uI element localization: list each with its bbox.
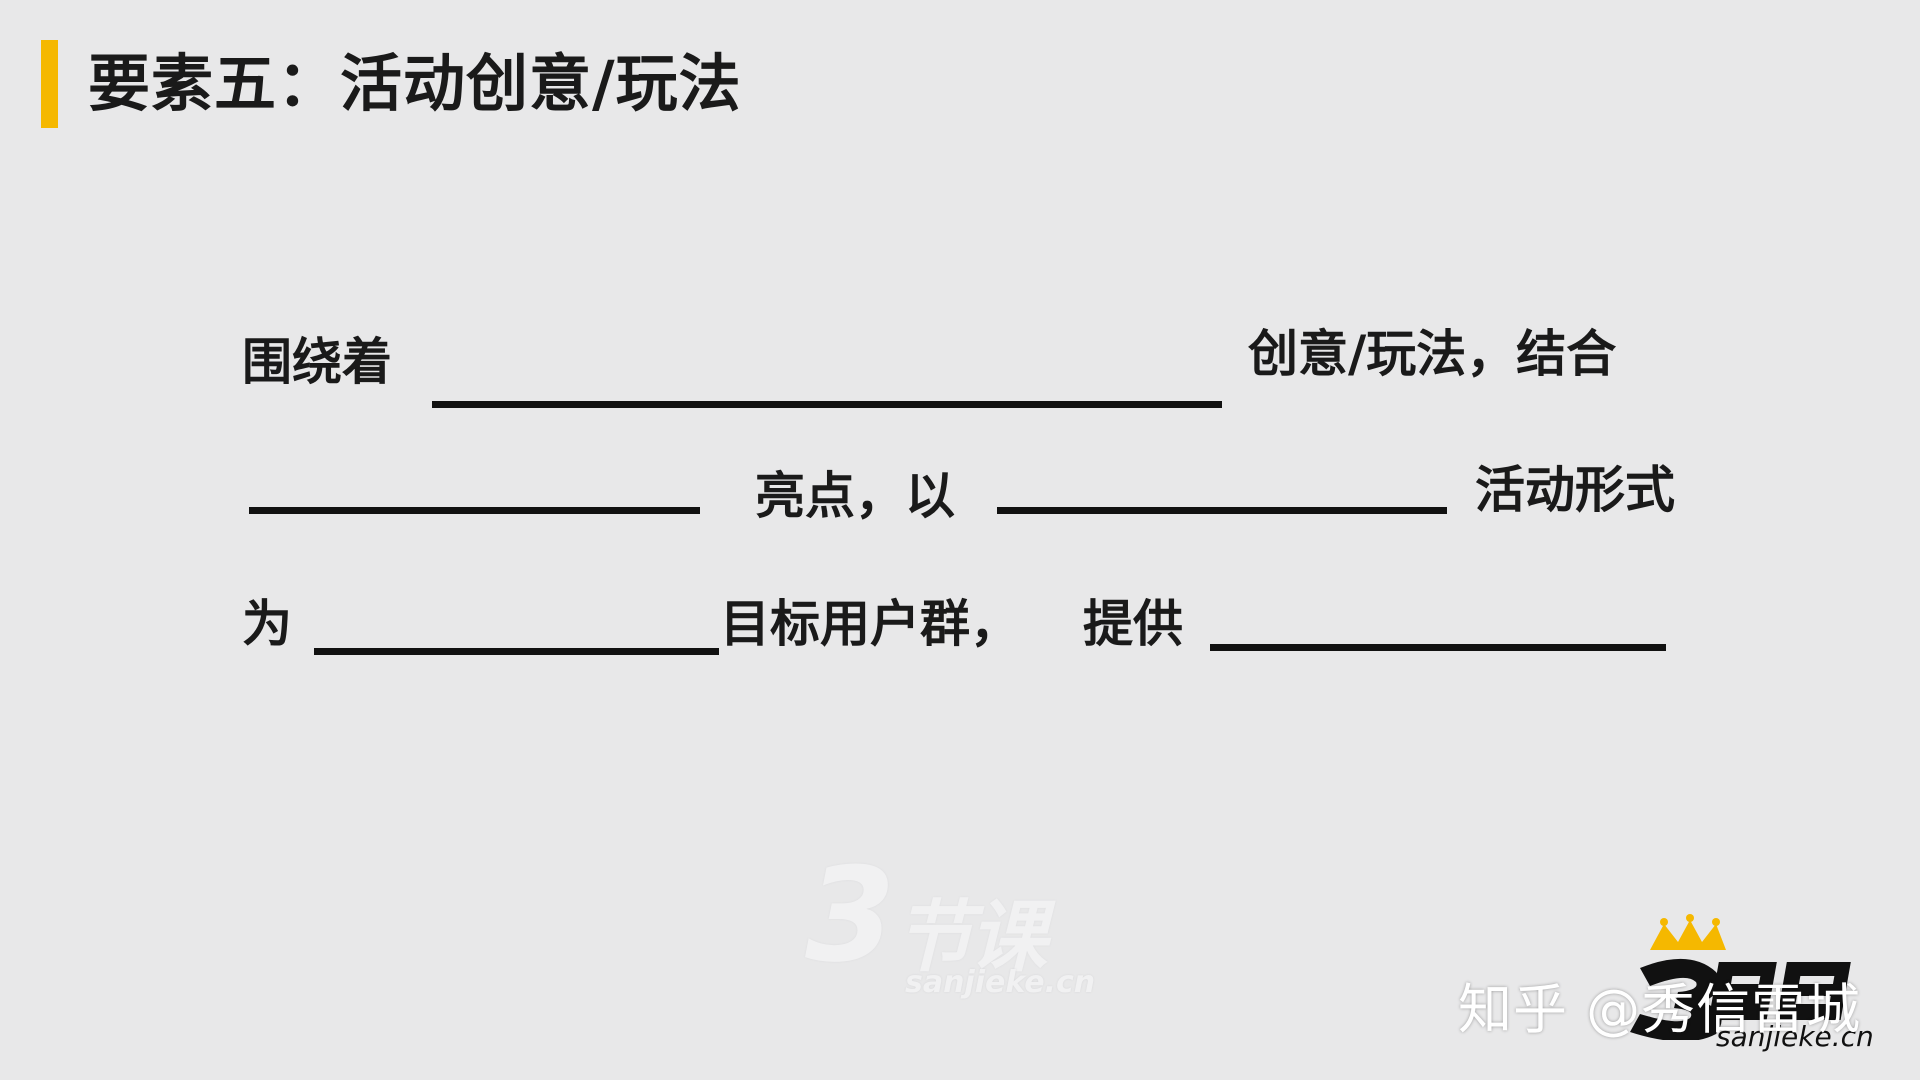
watermark-url: sanjieke.cn	[905, 965, 1096, 1000]
blank-2	[249, 507, 700, 514]
blank-4	[314, 648, 719, 655]
watermark-logo: 3 节课 sanjieke.cn	[795, 825, 1125, 1005]
blank-1	[432, 401, 1222, 408]
line3-text-mid: 目标用户群，	[720, 595, 1020, 653]
watermark-chars: 节课	[895, 893, 1047, 983]
line1-text-end: 创意/玩法，结合	[1248, 325, 1617, 383]
line3-text-start: 为	[242, 595, 292, 653]
line2-text-end: 活动形式	[1475, 461, 1675, 519]
watermark-digit: 3	[805, 839, 896, 991]
title-accent-bar	[41, 40, 58, 128]
slide-title: 要素五：活动创意/玩法	[88, 47, 742, 120]
crown-logo-icon	[1630, 914, 1851, 1040]
corner-logo-url: sanjieke.cn	[1716, 1020, 1874, 1053]
blank-3	[997, 507, 1447, 514]
line1-text-start: 围绕着	[242, 333, 392, 391]
corner-logo: sanjieke.cn	[1620, 910, 1890, 1060]
line2-text-mid: 亮点，以	[755, 467, 955, 525]
line3-text-provide: 提供	[1083, 595, 1183, 653]
zhihu-watermark: 知乎 @秀信雷城	[1458, 978, 1862, 1041]
blank-5	[1210, 644, 1666, 651]
